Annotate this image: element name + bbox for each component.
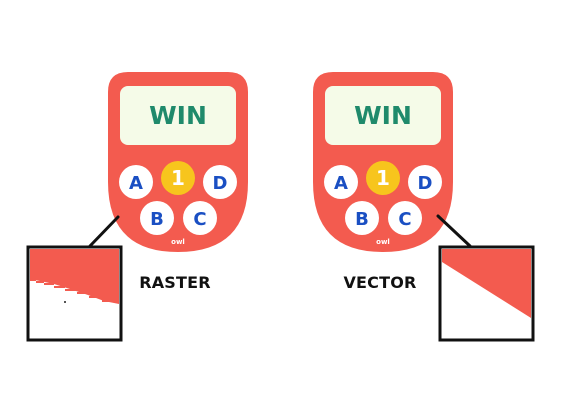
raster-pixel-7 — [89, 296, 102, 298]
raster-pixel-4 — [54, 286, 65, 288]
button-d-label: D — [213, 173, 228, 194]
button-d[interactable] — [408, 165, 442, 199]
button-1-label: 1 — [171, 166, 185, 190]
raster-pixel-6 — [77, 292, 89, 294]
raster-speck — [64, 301, 66, 303]
button-a-label: A — [334, 173, 348, 194]
raster-connector-line — [88, 215, 120, 248]
raster-zoom-box — [26, 245, 123, 342]
button-a[interactable] — [324, 165, 358, 199]
button-1[interactable] — [161, 161, 195, 195]
raster-zoom-icon — [30, 249, 119, 304]
vector-connector-line — [436, 214, 472, 248]
raster-pixel-8 — [102, 300, 119, 302]
button-c[interactable] — [183, 201, 217, 235]
raster-label: RASTER — [139, 273, 211, 292]
button-1[interactable] — [366, 161, 400, 195]
device-brand: owl — [171, 238, 185, 246]
button-a[interactable] — [119, 165, 153, 199]
button-a-label: A — [129, 173, 143, 194]
button-c-label: C — [193, 209, 206, 230]
device-brand: owl — [376, 238, 390, 246]
vector-zoom-icon — [442, 249, 531, 318]
button-d-label: D — [418, 173, 433, 194]
vector-zoom-box — [438, 245, 535, 342]
device-screen-text: WIN — [354, 101, 412, 130]
button-d[interactable] — [203, 165, 237, 199]
button-b-label: B — [355, 209, 369, 230]
raster-pixel-1 — [30, 279, 36, 281]
vector-label: VECTOR — [343, 273, 416, 292]
device-raster: WIN A 1 D B C owl — [108, 72, 248, 252]
device-vector: WIN A 1 D B C owl — [313, 72, 453, 252]
raster-pixel-2 — [36, 281, 44, 283]
device-screen-text: WIN — [149, 101, 207, 130]
device-screen — [120, 86, 236, 145]
button-b-label: B — [150, 209, 164, 230]
button-c[interactable] — [388, 201, 422, 235]
raster-pixel-3 — [44, 283, 54, 285]
button-b[interactable] — [140, 201, 174, 235]
raster-pixel-5 — [65, 289, 77, 291]
button-b[interactable] — [345, 201, 379, 235]
button-1-label: 1 — [376, 166, 390, 190]
button-c-label: C — [398, 209, 411, 230]
device-screen — [325, 86, 441, 145]
